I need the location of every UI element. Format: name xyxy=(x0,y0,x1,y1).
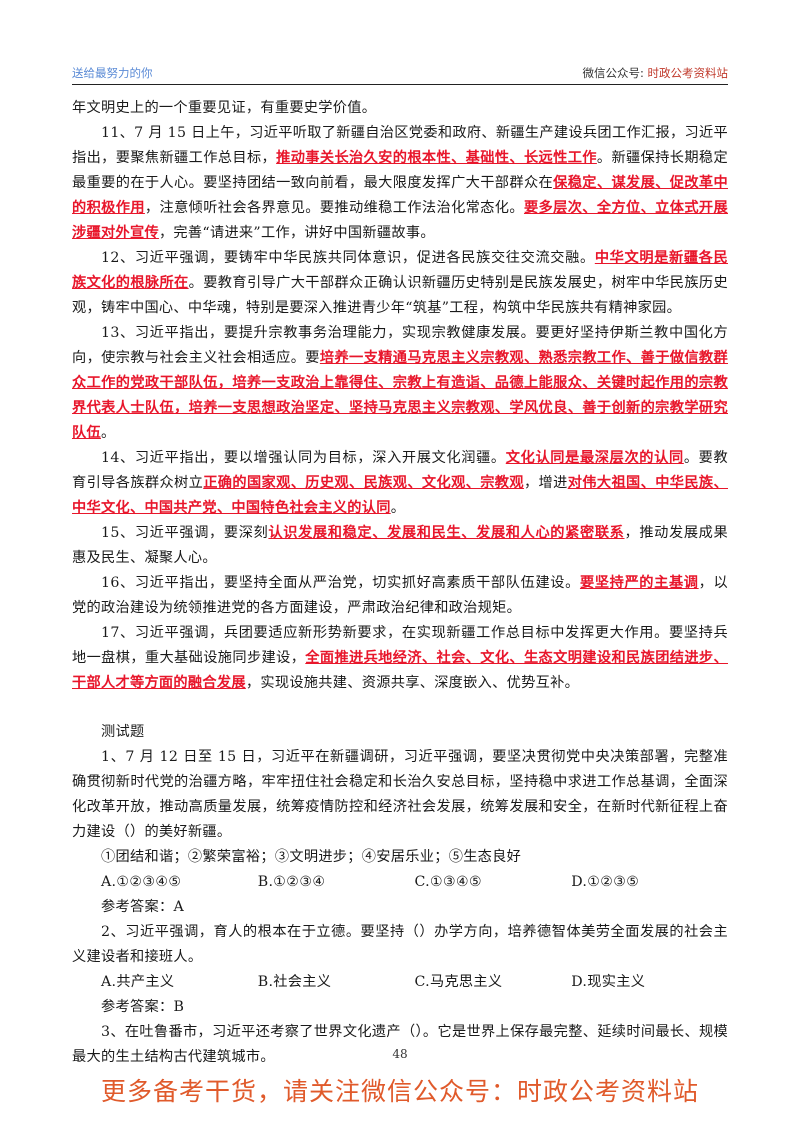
header-slogan: 送给最努力的你 xyxy=(72,66,153,80)
question-1-items: ①团结和谐；②繁荣富裕；③文明进步；④安居乐业；⑤生态良好 xyxy=(101,849,522,865)
text: 15、习近平强调，要深刻 xyxy=(101,525,269,541)
highlight: 中华文明是新疆各民族文化的根脉所在 xyxy=(72,250,728,291)
option-a: A.共产主义 xyxy=(101,974,175,990)
highlight: 培养一支精通马克思主义宗教观、熟悉宗教工作、善于做信教群众工作的党政干部队伍，培… xyxy=(72,350,728,441)
header-wechat: 微信公众号: 时政公考资料站 xyxy=(582,65,728,81)
question-2-answer: 参考答案：B xyxy=(101,999,185,1015)
highlight: 文化认同是最深层次的认同 xyxy=(505,450,684,466)
text: 16、习近平指出，要坚持全面从严治党，切实抓好高素质干部队伍建设。 xyxy=(101,575,580,591)
quiz-title: 测试题 xyxy=(101,724,145,740)
text: 。要教育引导广大干部群众正确认识新疆历史特别是民族发展史，树牢中华民族历史观，铸… xyxy=(72,275,728,316)
highlight: 全面推进兵地经济、社会、文化、生态文明建设和民族团结进步、干部人才等方面的融合发… xyxy=(72,650,728,691)
text: 。 xyxy=(100,425,116,441)
text: 13、习近平指出，要提升宗教事务治理能力，实现宗教健康发展。要更好坚持伊斯兰教中… xyxy=(72,325,728,366)
option-b: B.①②③④ xyxy=(257,874,326,890)
text: 。要教育引导各族群众树立 xyxy=(72,450,728,491)
paragraph-11: 11、7 月 15 日上午，习近平听取了新疆自治区党委和政府、新疆生产建设兵团工… xyxy=(72,121,728,246)
paragraph-continuation: 年文明史上的一个重要见证，有重要史学价值。 xyxy=(72,100,377,116)
spacer xyxy=(72,696,728,720)
paragraph-15: 15、习近平强调，要深刻认识发展和稳定、发展和民生、发展和人心的紧密联系，推动发… xyxy=(72,521,728,571)
question-1-options: A.①②③④⑤ B.①②③④ C.①③④⑤ D.①②③⑤ xyxy=(72,870,728,895)
option-d: D.现实主义 xyxy=(571,974,646,990)
highlight: 推动事关长治久安的根本性、基础性、长远性工作 xyxy=(276,150,597,166)
paragraph-13: 13、习近平指出，要提升宗教事务治理能力，实现宗教健康发展。要更好坚持伊斯兰教中… xyxy=(72,321,728,446)
paragraph-12: 12、习近平强调，要铸牢中华民族共同体意识，促进各民族交往交流交融。中华文明是新… xyxy=(72,246,728,321)
highlight: 保稳定、谋发展、促改革中的积极作用 xyxy=(72,175,728,216)
text: ，以党的政治建设为统领推进党的各方面建设，严肃政治纪律和政治规矩。 xyxy=(72,575,728,616)
option-c: C.马克思主义 xyxy=(414,974,503,990)
paragraph-17: 17、习近平强调，兵团要适应新形势新要求，在实现新疆工作总目标中发挥更大作用。要… xyxy=(72,621,728,696)
question-1: 1、7 月 12 日至 15 日，习近平在新疆调研，习近平强调，要坚决贯彻党中央… xyxy=(72,749,728,840)
paragraph-14: 14、习近平指出，要以增强认同为目标，深入开展文化润疆。文化认同是最深层次的认同… xyxy=(72,446,728,521)
header-wechat-label: 微信公众号: xyxy=(582,66,648,80)
text: 14、习近平指出，要以增强认同为目标，深入开展文化润疆。 xyxy=(101,450,506,466)
page-header: 送给最努力的你 微信公众号: 时政公考资料站 xyxy=(72,66,728,85)
highlight: 正确的国家观、历史观、民族观、文化观、宗教观 xyxy=(203,475,524,491)
option-d: D.①②③⑤ xyxy=(571,874,640,890)
header-wechat-name: 时政公考资料站 xyxy=(647,66,729,80)
option-a: A.①②③④⑤ xyxy=(101,874,182,890)
question-2-options: A.共产主义 B.社会主义 C.马克思主义 D.现实主义 xyxy=(72,970,728,995)
page-content: 年文明史上的一个重要见证，有重要史学价值。 11、7 月 15 日上午，习近平听… xyxy=(72,96,728,1070)
text: ，推动发展成果惠及民生、凝聚人心。 xyxy=(72,525,729,566)
question-2: 2、习近平强调，育人的根本在于立德。要坚持（）办学方向，培养德智体美劳全面发展的… xyxy=(72,924,728,965)
highlight: 要坚持严的主基调 xyxy=(579,575,699,591)
text: ，增进 xyxy=(523,475,568,491)
text: 。 xyxy=(390,500,406,516)
question-3: 3、在吐鲁番市，习近平还考察了世界文化遗产（）。它是世界上保存最完整、延续时间最… xyxy=(72,1024,728,1065)
text: ，注意倾听社会各界意见。要推动维稳工作法治化常态化。 xyxy=(144,200,524,216)
text: 12、习近平强调，要铸牢中华民族共同体意识，促进各民族交往交流交融。 xyxy=(101,250,595,266)
option-c: C.①③④⑤ xyxy=(414,874,483,890)
text: ，完善“请进来”工作，讲好中国新疆故事。 xyxy=(158,225,435,241)
highlight: 认识发展和稳定、发展和民生、发展和人心的紧密联系 xyxy=(268,525,625,541)
text: 11、7 月 15 日上午，习近平听取了新疆自治区党委和政府、新疆生产建设兵团工… xyxy=(72,125,728,166)
question-1-answer: 参考答案：A xyxy=(101,899,184,915)
text: 。新疆保持长期稳定最重要的在于人心。要坚持团结一致向前看，最大限度发挥广大干部群… xyxy=(72,150,728,191)
text: 17、习近平强调，兵团要适应新形势新要求，在实现新疆工作总目标中发挥更大作用。要… xyxy=(72,625,728,666)
highlight: 对伟大祖国、中华民族、中华文化、中国共产党、中国特色社会主义的认同 xyxy=(72,475,728,516)
paragraph-16: 16、习近平指出，要坚持全面从严治党，切实抓好高素质干部队伍建设。要坚持严的主基… xyxy=(72,571,728,621)
footer-banner: 更多备考干货，请关注微信公众号：时政公考资料站 xyxy=(100,1077,699,1106)
page-number: 48 xyxy=(392,1047,408,1061)
text: ，实现设施共建、资源共享、深度嵌入、优势互补。 xyxy=(245,675,580,691)
option-b: B.社会主义 xyxy=(257,974,332,990)
highlight: 要多层次、全方位、立体式开展涉疆对外宣传 xyxy=(72,200,728,241)
